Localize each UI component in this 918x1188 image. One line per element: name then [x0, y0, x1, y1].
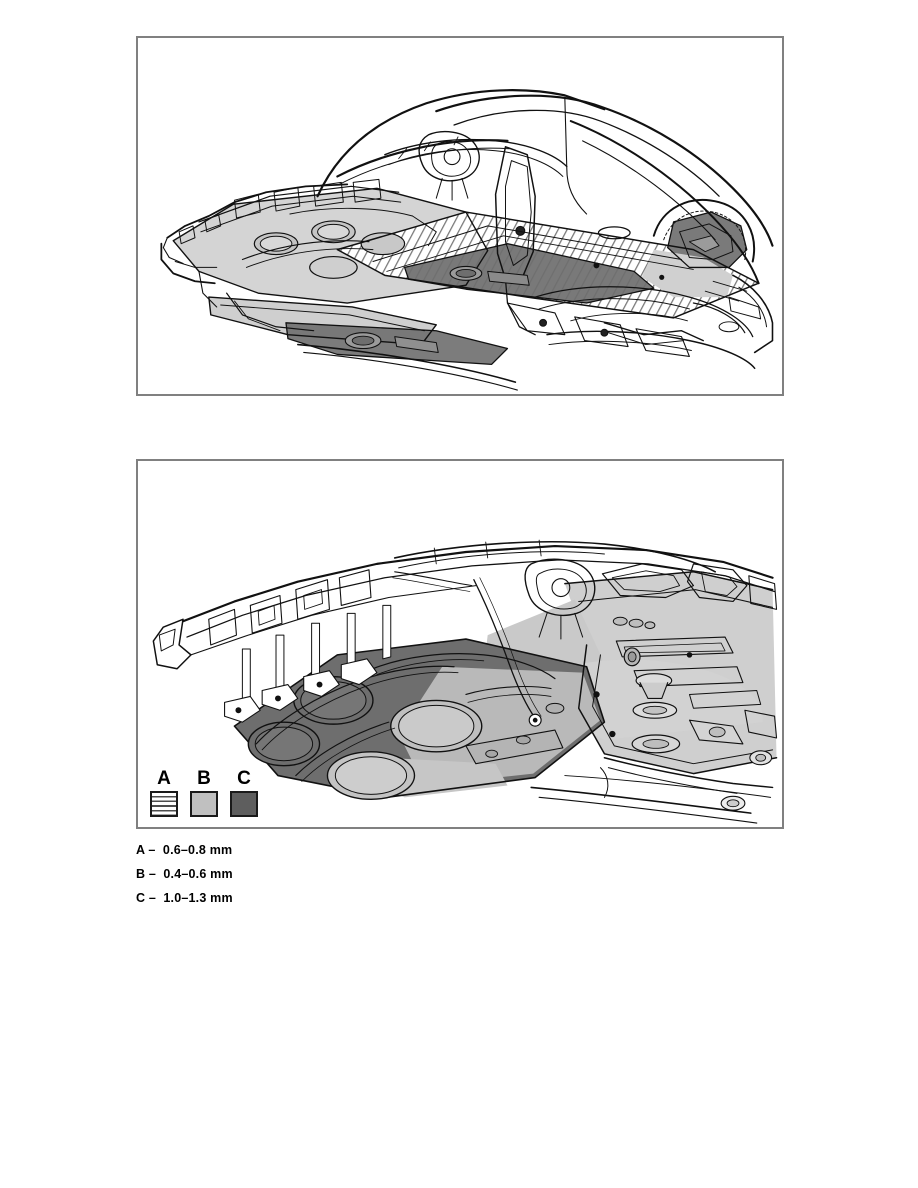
legend-cell-a: A — [150, 769, 178, 817]
thickness-legend: A B C — [150, 769, 258, 817]
legend-letter-a: A — [157, 768, 171, 789]
figure-underbody-detail: A B C — [136, 459, 784, 829]
legend-caption-list: A – 0.6–0.8 mm B – 0.4–0.6 mm C – 1.0–1.… — [136, 838, 556, 910]
caption-line-c: C – 1.0–1.3 mm — [136, 891, 233, 905]
legend-letter-c: C — [237, 768, 251, 789]
caption-line-b: B – 0.4–0.6 mm — [136, 867, 233, 881]
figure-underbody-overview — [136, 36, 784, 396]
legend-cell-b: B — [190, 769, 218, 817]
legend-swatch-b-light-grey — [190, 791, 218, 817]
legend-swatch-a-hatched — [150, 791, 178, 817]
underbody-detail-drawing — [152, 539, 778, 824]
legend-letter-b: B — [197, 768, 211, 789]
legend-swatch-c-dark-grey — [230, 791, 258, 817]
legend-cell-c: C — [230, 769, 258, 817]
underbody-overview-drawing — [160, 89, 774, 391]
caption-line-a: A – 0.6–0.8 mm — [136, 843, 233, 857]
